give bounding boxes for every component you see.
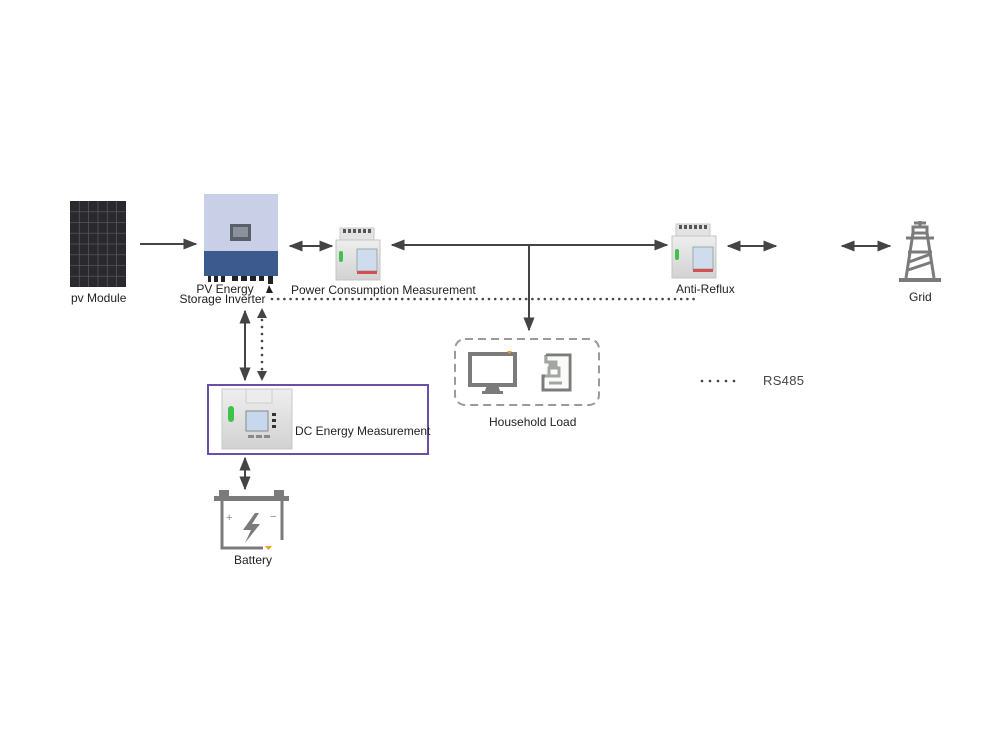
battery-icon [214, 490, 289, 550]
household-load-box [454, 338, 600, 406]
dc-energy-measurement-label: DC Energy Measurement [295, 424, 431, 438]
rs485-arrow-down [257, 371, 267, 381]
household-load-label: Household Load [489, 415, 577, 429]
solar-panel-icon [70, 201, 126, 287]
battery-plus-sign: + [226, 512, 232, 524]
dc-energy-measurement-box [207, 384, 429, 455]
anti-reflux-label: Anti-Reflux [676, 282, 735, 296]
coffee-machine-icon [541, 353, 572, 392]
rs485-legend-label: RS485 [763, 373, 805, 388]
inverter-icon [204, 194, 278, 293]
anti-reflux-meter-icon [671, 223, 717, 279]
power-tower-icon [899, 221, 941, 282]
inverter-label-line2: Storage Inverter [179, 292, 266, 306]
pv-module-label: pv Module [71, 291, 127, 305]
power-consumption-meter-icon [335, 227, 381, 281]
dc-meter-icon [221, 388, 293, 450]
power-consumption-label: Power Consumption Measurement [291, 283, 476, 297]
rs485-arrow-up [257, 308, 267, 318]
monitor-icon [468, 351, 517, 394]
battery-label: Battery [234, 553, 273, 567]
battery-minus-sign: − [270, 511, 276, 523]
inverter-label-line1: PV Energy [196, 282, 254, 296]
grid-label: Grid [909, 290, 932, 304]
